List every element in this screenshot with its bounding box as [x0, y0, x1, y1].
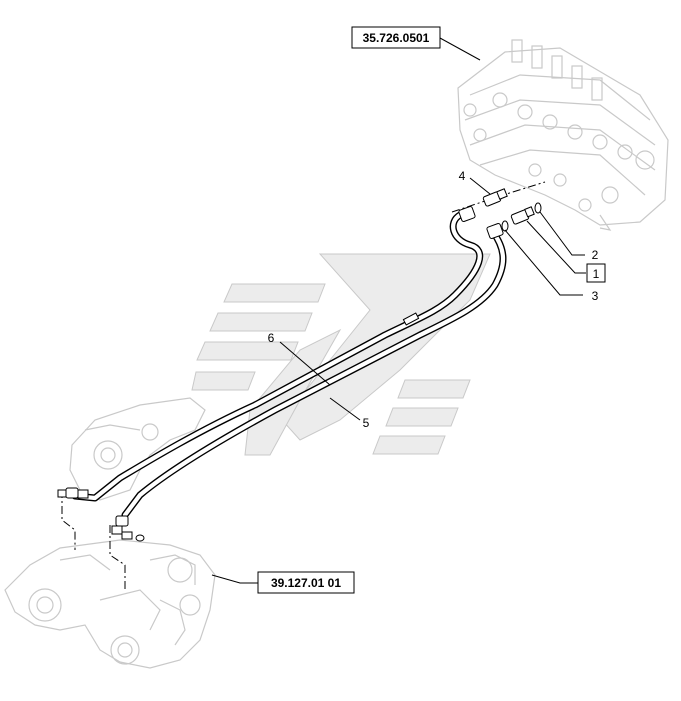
ref-box-boom-swing: 39.127.01 01 — [257, 571, 355, 594]
hose-item-5 — [121, 228, 507, 519]
hose-end-nut — [486, 223, 504, 239]
callout-2: 2 — [592, 248, 599, 262]
ref-box-control-valve: 35.726.0501 — [351, 26, 441, 49]
ref-boom-swing-label: 39.127.01 01 — [271, 576, 341, 590]
o-ring-item-3 — [501, 220, 509, 232]
hose-end-nut — [458, 206, 476, 222]
control-valve-drawing — [457, 39, 669, 231]
leader-lines — [211, 37, 586, 584]
fitting-item-4 — [482, 188, 508, 207]
callout-1: 1 — [593, 267, 600, 281]
fitting-item-1 — [510, 206, 535, 225]
callout-3: 3 — [592, 289, 599, 303]
ref-control-valve-label: 35.726.0501 — [363, 31, 430, 45]
callout-4: 4 — [459, 169, 466, 183]
callout-6: 6 — [268, 331, 275, 345]
o-ring-item-2 — [534, 202, 542, 214]
fittings-bracket-end — [57, 487, 145, 542]
callout-5: 5 — [363, 416, 370, 430]
watermark-logo-icon — [191, 253, 491, 456]
hose-item-6 — [71, 211, 484, 502]
callout-1-box — [586, 263, 606, 283]
hose-sleeve — [402, 312, 420, 326]
